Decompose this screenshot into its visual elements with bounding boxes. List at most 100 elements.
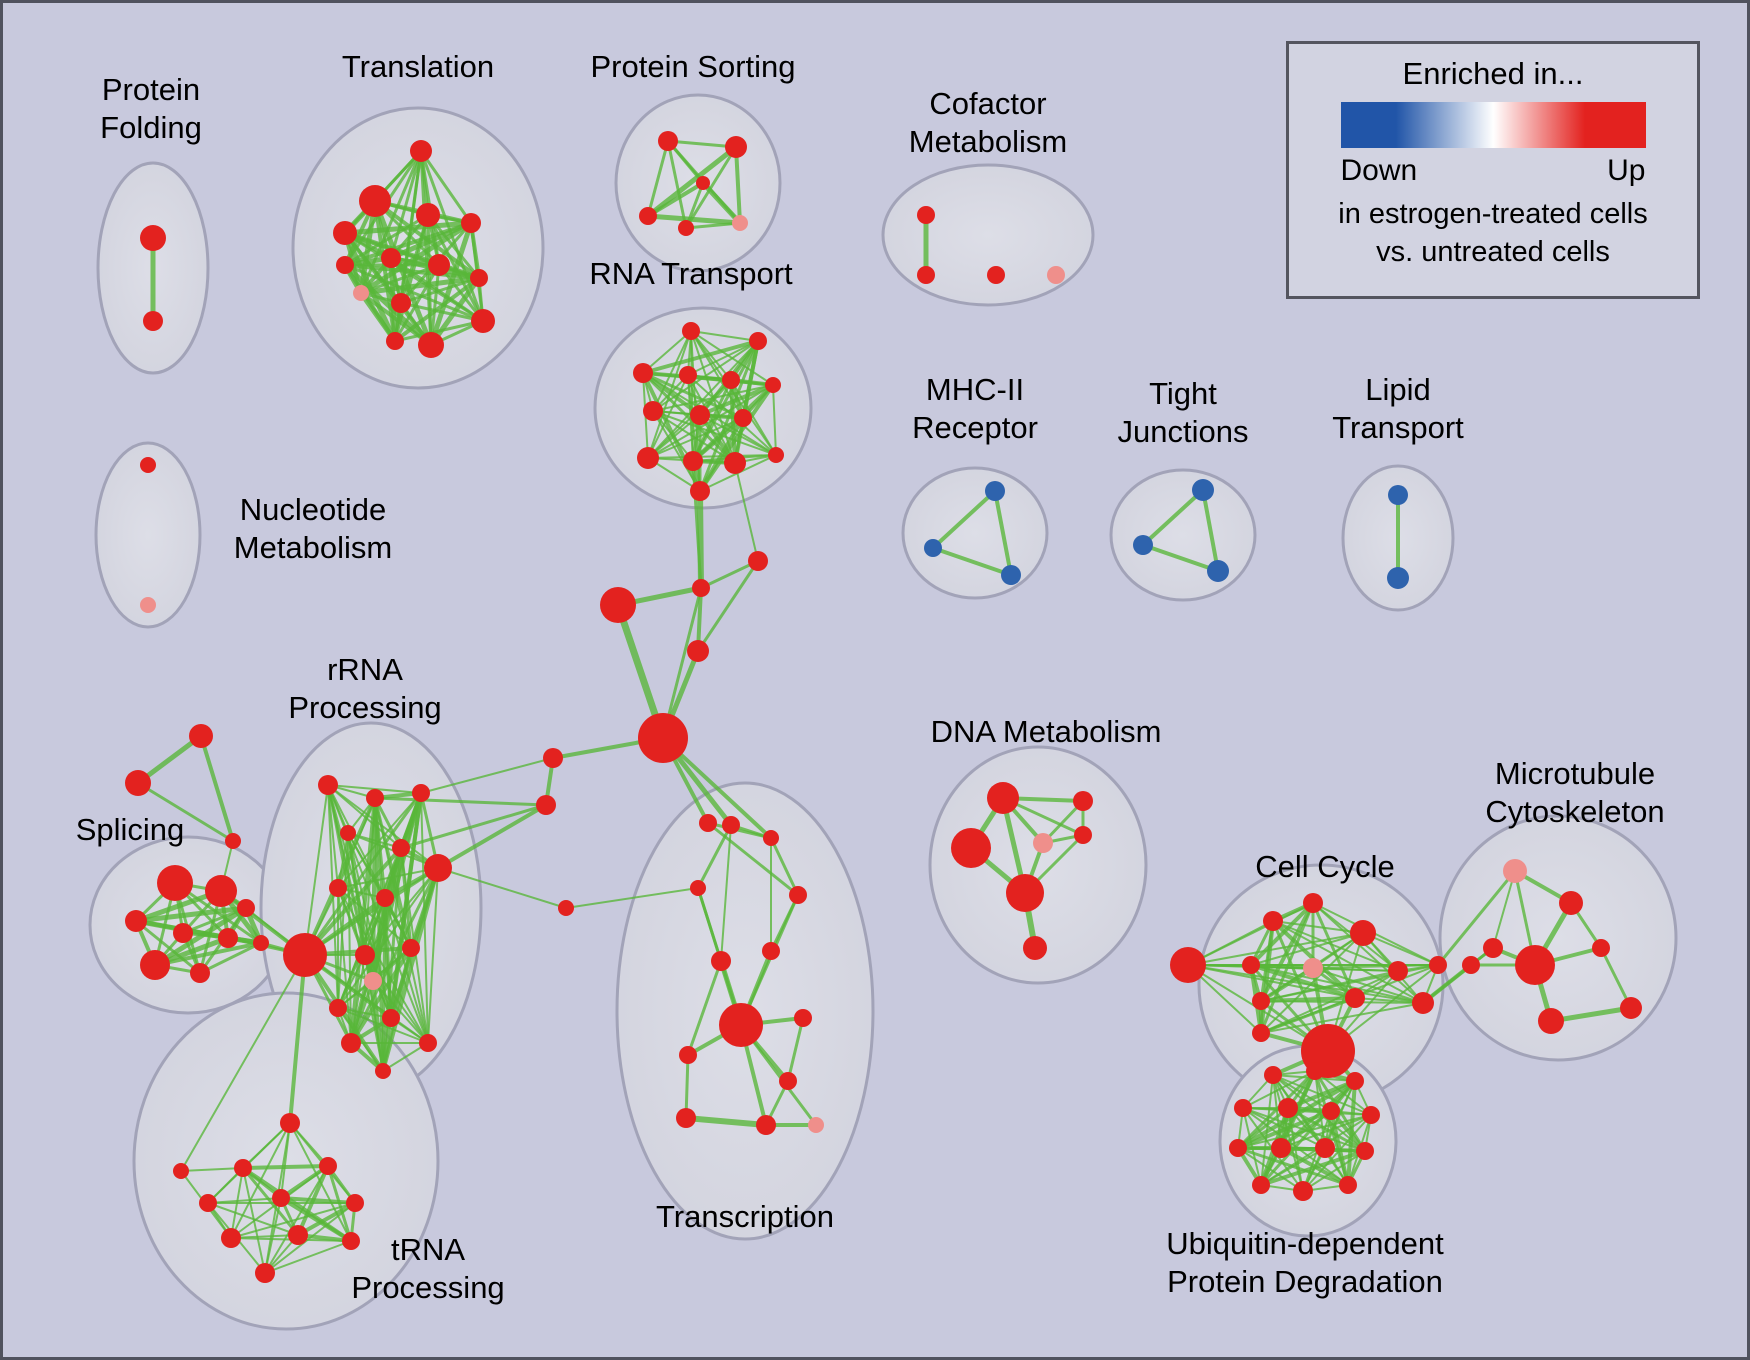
network-edge	[180, 954, 306, 1172]
network-edge	[134, 919, 202, 975]
network-edge	[358, 220, 474, 296]
cluster-label-ubiquitin-degradation: Ubiquitin-dependent Protein Degradation	[1166, 1226, 1444, 1299]
gene-set-node-u9	[1315, 1138, 1335, 1158]
gene-set-node-x0	[722, 816, 740, 834]
network-edge	[645, 144, 739, 219]
gene-set-node-s8	[253, 935, 269, 951]
network-edge	[337, 832, 349, 889]
network-edge	[393, 319, 485, 343]
network-edge	[347, 832, 352, 1044]
gene-set-node-cc9	[1412, 992, 1434, 1014]
gene-set-node-ps4	[732, 215, 748, 231]
cluster-label-mhc-ii-receptor: MHC-II Receptor	[912, 372, 1038, 445]
network-edge	[1260, 1002, 1424, 1034]
network-edge	[931, 489, 997, 550]
gene-set-node-rr8	[283, 933, 327, 977]
network-edge	[393, 263, 441, 343]
network-edge	[343, 263, 397, 343]
gene-set-node-pf1	[143, 311, 163, 331]
gene-set-node-c2	[600, 587, 636, 623]
network-edge	[153, 941, 263, 967]
legend-up-label: Up	[1607, 154, 1646, 187]
gene-set-node-rr16	[375, 1063, 391, 1079]
network-edge	[427, 867, 439, 1044]
gene-set-node-x2	[690, 880, 706, 896]
network-edge	[198, 941, 263, 975]
network-edge	[337, 1007, 384, 1072]
gene-set-node-m0	[1503, 859, 1527, 883]
network-edge	[698, 416, 745, 493]
gene-set-node-cm3	[1047, 266, 1065, 284]
nodes-layer	[125, 131, 1642, 1283]
cluster-ellipse-tight-junctions	[1109, 468, 1257, 602]
network-edge	[700, 180, 743, 226]
cluster-ellipse-dna-metabolism	[928, 745, 1148, 985]
gene-set-node-t8	[353, 285, 369, 301]
legend-down-label: Down	[1340, 154, 1418, 187]
cluster-label-nucleotide-metabolism: Nucleotide Metabolism	[233, 492, 393, 565]
network-edge	[264, 1240, 352, 1274]
network-edge	[652, 410, 694, 462]
cluster-label-tight-junctions: Tight Junctions	[1117, 376, 1249, 449]
cluster-label-transcription: Transcription	[655, 1199, 835, 1234]
gene-set-node-b2	[1001, 565, 1021, 585]
network-edge	[428, 275, 482, 348]
gene-set-node-u10	[1356, 1142, 1374, 1160]
gene-set-node-rr6	[329, 879, 347, 897]
network-edge	[686, 959, 723, 1057]
network-edge	[1259, 1079, 1357, 1187]
gene-set-node-x11	[756, 1115, 776, 1135]
gene-set-node-r9	[637, 447, 659, 469]
network-edge	[383, 896, 413, 950]
gene-set-node-tt4	[272, 1189, 290, 1207]
gene-set-node-x10	[676, 1108, 696, 1128]
gene-set-node-b7	[1387, 567, 1409, 589]
gene-set-node-ps1	[725, 136, 747, 158]
gene-set-node-b6	[1388, 485, 1408, 505]
gene-set-node-tt0	[280, 1113, 300, 1133]
gene-set-node-s2	[125, 910, 147, 932]
gene-set-node-tt1	[234, 1159, 252, 1177]
gene-set-node-rr0	[318, 775, 338, 795]
cluster-ellipse-mhc-ii-receptor	[901, 466, 1049, 600]
gene-set-node-x4	[711, 951, 731, 971]
gene-set-node-s5	[140, 950, 170, 980]
gene-set-node-r11	[724, 452, 746, 474]
gene-set-node-cc4	[1242, 956, 1260, 974]
network-edge	[1354, 997, 1424, 1004]
gene-set-node-u2	[1346, 1072, 1364, 1090]
network-edge	[230, 1202, 356, 1239]
gene-set-node-r10	[683, 451, 703, 471]
gene-set-node-rr11	[364, 972, 382, 990]
gene-set-node-cm0	[917, 206, 935, 224]
network-edge	[931, 546, 1013, 577]
cluster-label-protein-sorting: Protein Sorting	[590, 49, 796, 84]
network-edge	[1279, 1109, 1333, 1150]
gene-set-node-tr0	[189, 724, 213, 748]
gene-set-node-t0	[410, 140, 432, 162]
gene-set-node-m5	[1620, 997, 1642, 1019]
network-edge	[373, 796, 403, 850]
gene-set-node-c5	[543, 748, 563, 768]
network-edge	[734, 145, 742, 225]
gene-set-node-ps3	[678, 220, 694, 236]
network-edge	[687, 340, 759, 376]
gene-set-node-t10	[336, 256, 354, 274]
network-edge	[399, 803, 548, 850]
network-edge	[136, 781, 235, 843]
gene-set-node-b1	[924, 539, 942, 557]
network-edge	[349, 846, 403, 1045]
gene-set-node-s4	[218, 928, 238, 948]
gene-set-node-m7	[1462, 956, 1480, 974]
gene-set-node-c0	[692, 579, 710, 597]
gene-set-node-t1	[359, 185, 391, 217]
network-edge	[296, 1201, 357, 1237]
gene-set-node-cc5	[1303, 958, 1323, 978]
network-edge	[646, 139, 670, 218]
gene-set-node-x1	[763, 830, 779, 846]
gene-set-node-tt10	[173, 1163, 189, 1179]
gene-set-node-cc11	[1252, 1024, 1270, 1042]
network-edge	[1201, 488, 1220, 573]
network-edge	[1286, 1106, 1367, 1153]
gene-set-node-b3	[1192, 479, 1214, 501]
